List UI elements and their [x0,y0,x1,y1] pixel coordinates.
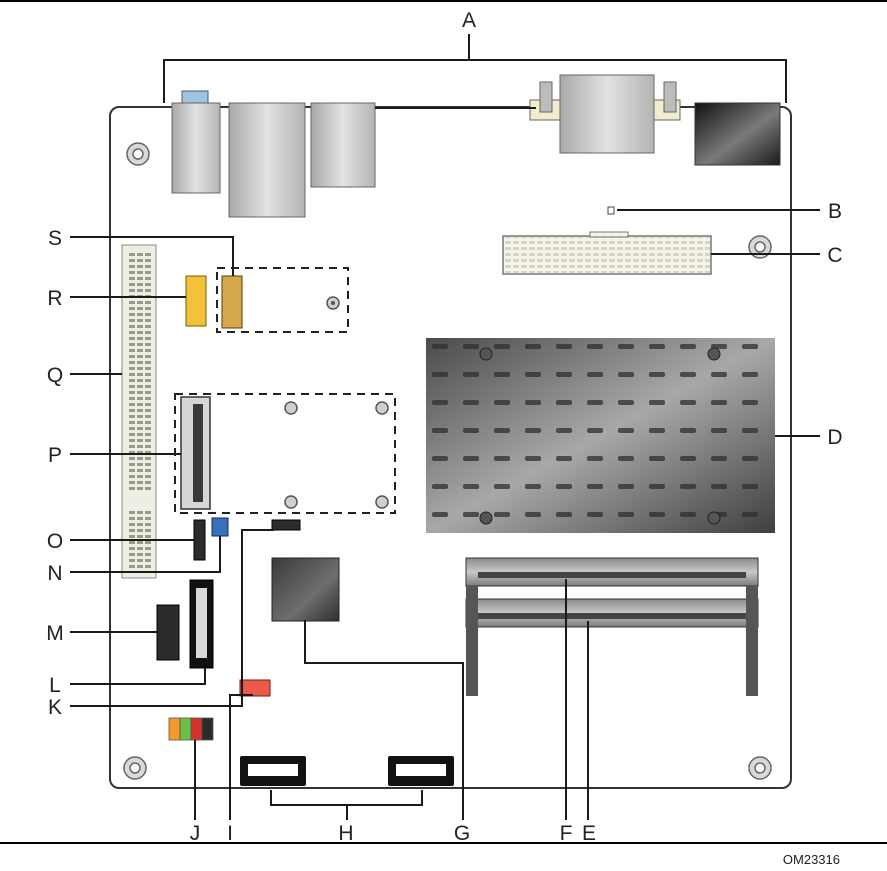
blue-jumper [212,518,228,536]
figure-id: OM23316 [783,852,840,867]
sata-connector-left [240,756,306,786]
card-connector [181,397,210,509]
callout-h: H [338,822,353,845]
mounting-hole-top-left [127,143,149,165]
callout-b: B [828,200,842,223]
front-panel-header [169,718,213,740]
black-header-m [157,605,179,660]
mounting-hole-bottom-left [124,757,146,779]
standoff-s [327,297,339,309]
callout-l: L [49,674,61,697]
callout-m: M [46,622,64,645]
power-connector [503,232,711,274]
callout-r: R [47,287,62,310]
sata-connector-right [388,756,454,786]
callout-p: P [48,444,62,467]
component-b [608,207,614,214]
callout-k: K [48,696,62,719]
chip [272,558,339,621]
black-header-k [272,520,300,530]
callout-q: Q [47,364,63,387]
callout-n: N [47,562,62,585]
callout-g: G [454,822,470,845]
expansion-slot [122,245,156,578]
callout-e: E [582,822,596,845]
yellow-header [186,276,206,326]
callout-c: C [827,244,842,267]
heatsink [426,338,775,533]
vertical-connector [190,580,213,668]
callout-s: S [48,227,62,250]
callout-d: D [827,426,842,449]
callout-f: F [560,822,573,845]
callout-j: J [190,822,201,845]
gold-header [222,276,242,328]
mounting-hole-bottom-right [749,757,771,779]
callout-i: I [227,822,233,845]
red-fan-header [240,680,270,696]
callout-o: O [47,530,63,553]
callout-a: A [462,9,476,32]
black-header-o [194,520,205,560]
